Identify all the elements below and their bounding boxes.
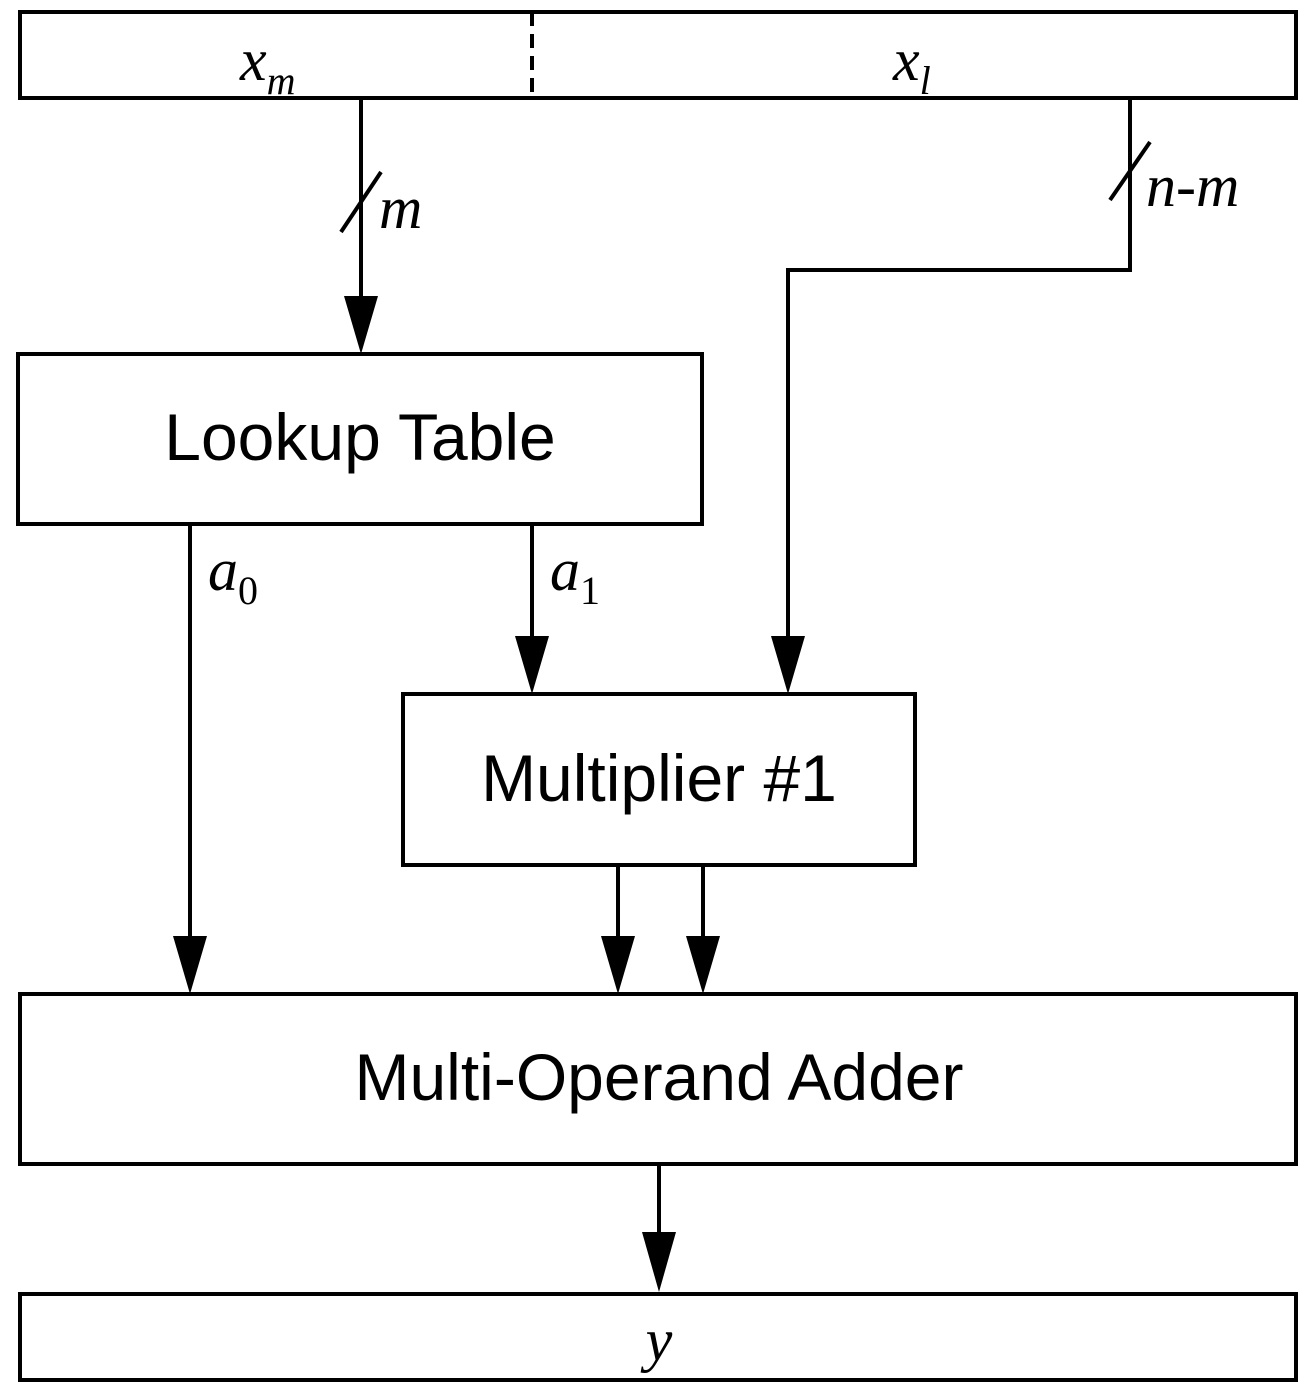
lookup-table-label: Lookup Table [164,400,555,474]
lsb-bus-arrowhead [771,636,805,694]
a1-arrowhead [515,636,549,694]
input-register-box [18,10,1298,100]
output-register: y [18,1292,1298,1382]
a1-label: a1 [550,537,600,613]
multiplier-output-1-arrowhead [601,936,635,994]
output-arrowhead [642,1232,676,1292]
multiplier-block: Multiplier #1 [401,692,917,867]
adder-box [18,992,1298,1166]
multiplier-box [401,692,917,867]
msb-bus-width-slash [339,170,383,234]
a0-signal: a0 [173,524,258,994]
output-register-box [18,1292,1298,1382]
adder-block: Multi-Operand Adder [18,992,1298,1166]
output-signal [642,1164,676,1292]
lsb-bus-width-label: n-m [1146,153,1239,219]
input-register: xm xl [18,10,1298,103]
multiplier-label: Multiplier #1 [481,741,837,815]
msb-bus-arrowhead [344,296,378,354]
lookup-table-block: Lookup Table [16,352,704,526]
lsb-bus: n-m [771,98,1239,694]
lsb-bus-wire [786,98,1132,640]
lsb-bus-width-slash [1108,140,1152,202]
lookup-table-box [16,352,704,526]
multiplier-output-2-arrowhead [686,936,720,994]
a1-signal: a1 [515,524,600,694]
output-y-label: y [640,1307,673,1373]
input-field-xl: xl [892,27,931,103]
input-field-xm: xm [239,27,296,103]
adder-label: Multi-Operand Adder [355,1040,964,1114]
a0-label: a0 [208,537,258,613]
msb-bus: m [339,98,422,354]
msb-bus-width-label: m [379,175,422,241]
multiplier-outputs [601,865,720,994]
a0-arrowhead [173,936,207,994]
